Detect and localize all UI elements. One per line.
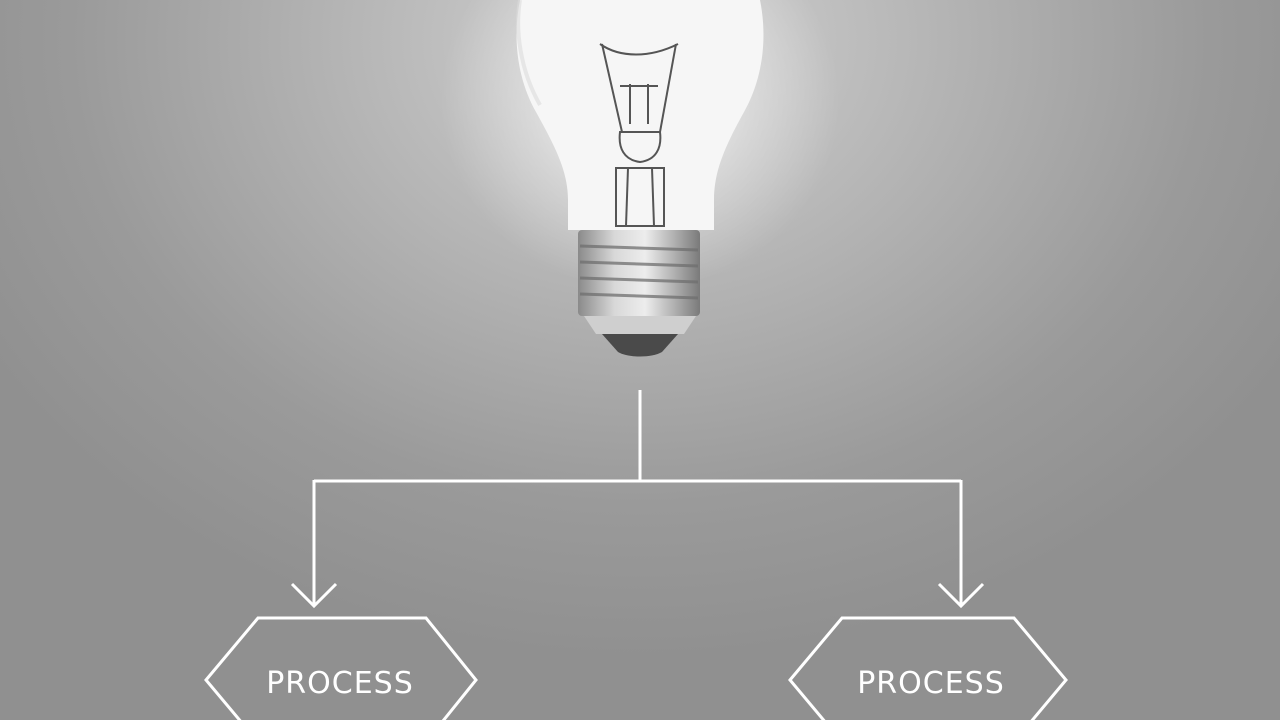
process-node-right-shape xyxy=(788,616,1068,720)
light-bulb-icon xyxy=(440,0,840,357)
process-node-left-label: PROCESS xyxy=(266,666,414,701)
connector-lines xyxy=(290,390,985,609)
left-arrowhead xyxy=(290,582,338,609)
process-node-left-shape xyxy=(204,616,478,720)
process-node-right-label: PROCESS xyxy=(857,666,1005,701)
right-arrowhead xyxy=(937,582,985,609)
